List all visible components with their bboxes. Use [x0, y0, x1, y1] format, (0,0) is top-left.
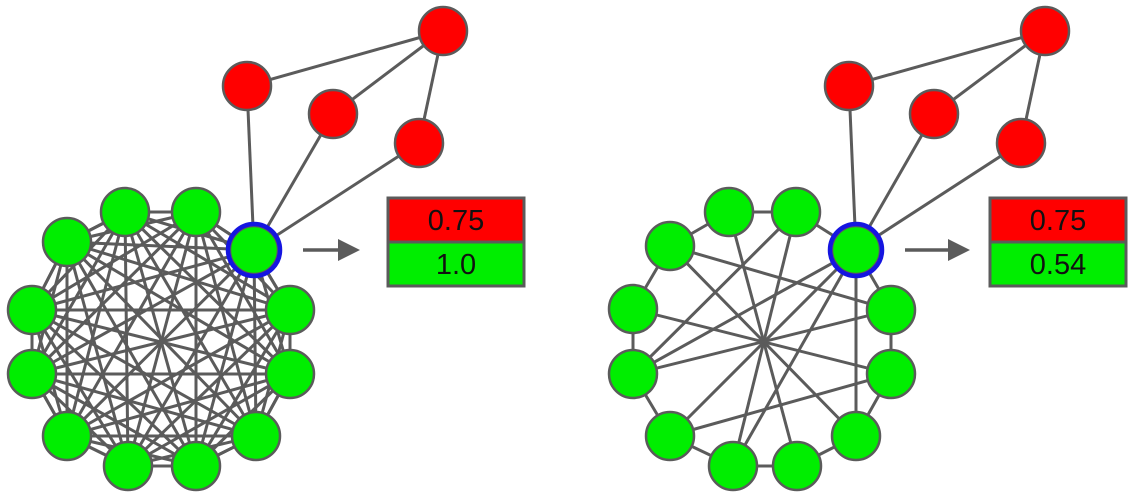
green-node: [770, 186, 822, 238]
edge: [65, 211, 198, 437]
edge: [632, 308, 892, 376]
edge: [253, 141, 420, 252]
edge: [66, 308, 291, 438]
green-node: [6, 284, 58, 336]
score-green-cell: [988, 240, 1128, 288]
edge: [66, 240, 291, 376]
green-node: [264, 284, 316, 336]
score-box: 0.75 1.0: [386, 196, 526, 288]
edge: [66, 240, 255, 252]
score-red-value: 0.75: [428, 205, 484, 237]
edge: [194, 249, 256, 467]
green-node: [607, 283, 659, 335]
green-node: [644, 220, 696, 272]
score-red-value: 0.75: [1030, 205, 1086, 237]
green-node: [703, 186, 755, 238]
red-node: [908, 88, 960, 140]
green-node: [41, 216, 93, 268]
panel-right: 0.75 0.54: [607, 5, 1128, 492]
hub-highlight-ring: [225, 221, 283, 279]
panel-left: 0.75 1.0: [6, 5, 526, 492]
edge: [246, 29, 444, 88]
edge: [31, 372, 197, 468]
arrow-head: [338, 239, 360, 261]
edge: [669, 372, 892, 438]
green-node: [865, 348, 917, 400]
edge: [124, 210, 291, 312]
edge: [66, 372, 291, 438]
edge: [126, 308, 292, 468]
arrow-head: [948, 239, 970, 261]
hub-highlight-ring: [827, 221, 885, 279]
edge: [30, 210, 198, 376]
green-node: [264, 348, 316, 400]
edge: [632, 248, 857, 376]
edge: [65, 241, 130, 467]
edge: [848, 29, 1046, 88]
node-layer: [607, 5, 1071, 492]
red-node: [823, 60, 875, 112]
green-node: [771, 440, 823, 492]
edge: [31, 248, 255, 376]
green-node: [230, 410, 282, 462]
red-node: [307, 88, 359, 140]
green-node: [707, 440, 759, 492]
score-green-value: 1.0: [436, 249, 476, 281]
red-node: [995, 117, 1047, 169]
score-green-cell: [386, 240, 526, 288]
edge: [65, 240, 258, 438]
edge: [65, 248, 256, 438]
edge: [855, 141, 1022, 252]
arrow: [905, 239, 970, 261]
node-layer: [6, 5, 469, 492]
edge: [194, 309, 292, 467]
green-node: [170, 186, 222, 238]
edge: [731, 211, 798, 467]
green-node: [644, 410, 696, 462]
green-node: [102, 440, 154, 492]
green-node: [41, 410, 93, 462]
red-node: [221, 60, 273, 112]
green-node: [99, 186, 151, 238]
green-node: [607, 348, 659, 400]
edge: [66, 240, 291, 312]
edge: [126, 249, 256, 467]
red-node: [393, 117, 445, 169]
arrow: [303, 239, 360, 261]
red-node: [1019, 5, 1071, 57]
edge: [65, 241, 198, 467]
green-node: [170, 440, 222, 492]
green-node: [865, 284, 917, 336]
edge: [31, 248, 255, 312]
green-node: [6, 348, 58, 400]
score-green-value: 0.54: [1030, 249, 1086, 281]
edge: [30, 211, 127, 375]
red-node: [417, 5, 469, 57]
edge: [31, 210, 197, 312]
edge: [123, 211, 258, 437]
edge: [252, 249, 258, 437]
edge: [731, 249, 858, 467]
score-box: 0.75 0.54: [988, 196, 1128, 288]
green-node: [830, 410, 882, 462]
